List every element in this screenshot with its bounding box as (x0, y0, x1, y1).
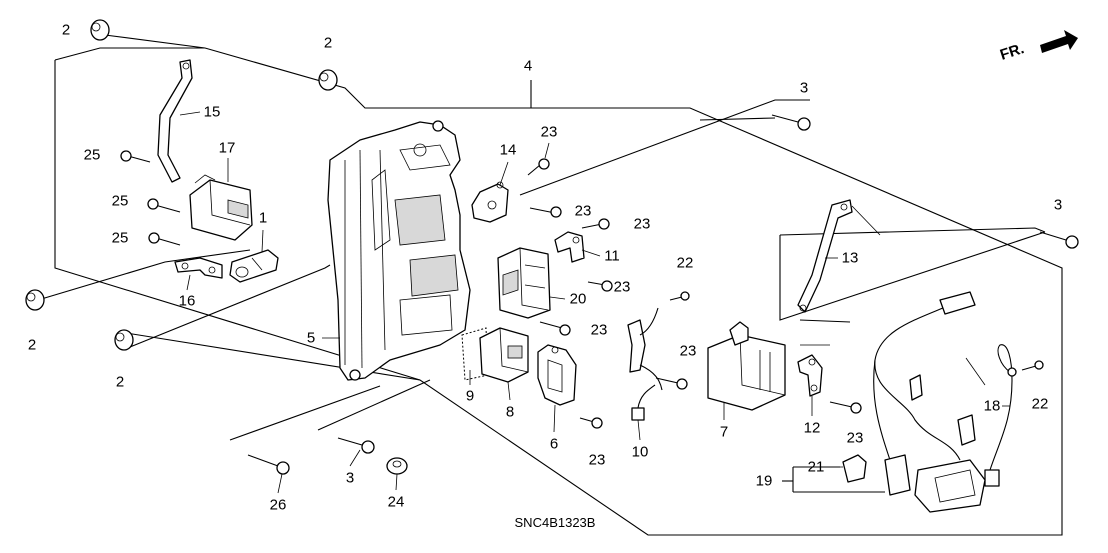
callout-3a: 3 (800, 80, 808, 97)
bolt-part-23-f (655, 377, 688, 390)
callout-23a: 23 (541, 124, 558, 141)
callout-10: 10 (632, 444, 649, 461)
control-module-part-7 (707, 321, 786, 411)
callout-25b: 25 (112, 193, 129, 210)
clip-part-21 (842, 454, 867, 483)
relay-socket-part-6 (537, 344, 577, 406)
bolt-part-23-c (581, 218, 610, 230)
harness-part-19 (873, 291, 986, 513)
bolt-part-23-g (579, 417, 603, 429)
bolt-part-22-a (669, 291, 690, 301)
connector-block-part-20 (497, 247, 551, 319)
callout-23c: 23 (634, 216, 651, 233)
callout-25c: 25 (112, 230, 129, 247)
callout-12: 12 (804, 420, 821, 437)
callout-23b: 23 (575, 203, 592, 220)
front-direction-label: FR. (998, 40, 1026, 64)
relay-part-17 (189, 174, 253, 241)
bolt-part-23-b (529, 206, 562, 218)
callout-19: 19 (756, 473, 773, 490)
callout-7: 7 (720, 424, 728, 441)
callout-9: 9 (466, 388, 474, 405)
bolt-part-3-bottom (337, 437, 375, 454)
callout-14: 14 (500, 142, 517, 159)
callout-2b: 2 (324, 35, 332, 52)
bracket-rod-part-13 (797, 199, 853, 313)
callout-2d: 2 (116, 374, 124, 391)
callout-3b: 3 (1054, 197, 1062, 214)
bolt-part-25-a (120, 150, 151, 163)
callout-2a: 2 (62, 22, 70, 39)
callout-23f: 23 (680, 343, 697, 360)
bolt-part-23-a (527, 158, 550, 176)
bracket-part-14 (471, 181, 509, 223)
fuse-part-1 (229, 249, 279, 283)
callout-22a: 22 (677, 255, 694, 272)
grommet-part-2-top (318, 69, 338, 91)
callout-24: 24 (388, 494, 405, 511)
callout-3c: 3 (346, 470, 354, 487)
callout-19-bracket (782, 466, 885, 493)
grommet-part-2-bottom (114, 329, 134, 351)
callout-labels: 2 2 2 2 4 3 3 3 15 17 25 25 25 1 16 5 14… (28, 22, 1062, 514)
callout-23h: 23 (847, 430, 864, 447)
callout-17: 17 (219, 140, 236, 157)
callout-26: 26 (270, 497, 287, 514)
bracket-arm-part-15 (157, 59, 193, 183)
front-arrow-icon (1040, 30, 1078, 53)
relay-part-8 (479, 327, 529, 383)
callout-1: 1 (259, 210, 267, 227)
bracket-part-12 (797, 354, 823, 397)
grommet-part-2-left (25, 289, 45, 311)
callout-23e: 23 (591, 322, 608, 339)
callout-18: 18 (984, 398, 1001, 415)
callout-25a: 25 (84, 147, 101, 164)
nut-part-24 (386, 457, 408, 475)
bolt-part-25-c (148, 232, 181, 246)
callout-2c: 2 (28, 337, 36, 354)
callout-8: 8 (506, 404, 514, 421)
callout-23d: 23 (614, 279, 631, 296)
callout-6: 6 (550, 436, 558, 453)
diagram-code: SNC4B1323B (515, 515, 596, 530)
bolt-part-3-right (1039, 231, 1079, 249)
harness-part-18 (984, 344, 1017, 487)
bolt-part-23-h (829, 401, 862, 414)
callout-20: 20 (570, 291, 587, 308)
bolt-part-23-e (539, 321, 571, 336)
callout-23g: 23 (589, 452, 606, 469)
callout-5: 5 (307, 330, 315, 347)
bolt-part-22-b (1021, 360, 1044, 371)
bolt-part-23-d (587, 280, 613, 292)
callout-leaders (179, 111, 1010, 494)
front-direction-indicator: FR. (998, 30, 1078, 64)
callout-13: 13 (842, 250, 859, 267)
bolt-part-26 (247, 454, 290, 475)
bolt-part-3-top (771, 114, 811, 131)
callout-16: 16 (179, 293, 196, 310)
assembly-outline-lines (37, 34, 1063, 536)
callout-22b: 22 (1032, 396, 1049, 413)
callout-4: 4 (524, 58, 532, 75)
bolt-part-25-b (147, 198, 181, 213)
main-housing-part-5 (327, 120, 471, 381)
callout-15: 15 (204, 104, 221, 121)
sensor-part-10 (627, 307, 663, 421)
clip-part-11 (554, 231, 585, 263)
bracket-part-16 (174, 257, 223, 279)
callout-11: 11 (604, 248, 620, 265)
grommet-part-2-top-left (90, 19, 110, 41)
